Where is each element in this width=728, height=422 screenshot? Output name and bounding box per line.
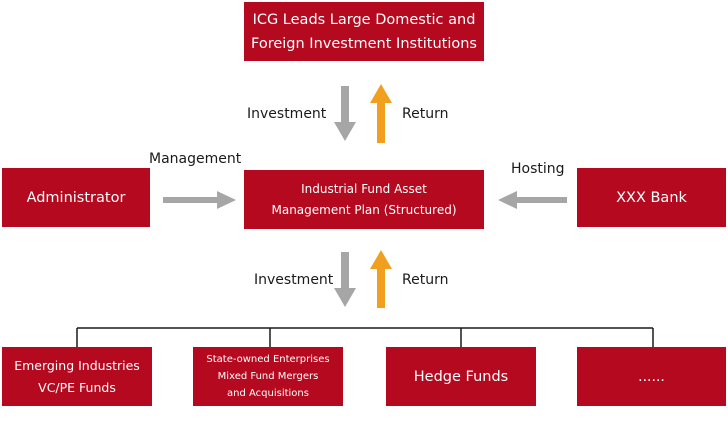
other-funds-box: ...... [577,347,726,406]
asset-management-plan-line1: Industrial Fund Asset [301,181,427,196]
emerging-industries-fund-box: Emerging Industries VC/PE Funds [2,347,152,406]
upper-return-arrow [370,84,392,143]
lower-investment-arrow [334,252,356,307]
hosting-arrow [498,191,567,209]
other-funds-label: ...... [638,368,665,385]
soe-mixed-fund-line3: and Acquisitions [227,388,309,399]
soe-mixed-fund-box: State-owned Enterprises Mixed Fund Merge… [193,347,343,406]
custodian-bank-box: XXX Bank [577,168,726,227]
asset-management-plan-box: Industrial Fund Asset Management Plan (S… [244,170,484,229]
upper-investment-label: Investment [247,106,327,122]
soe-mixed-fund-line1: State-owned Enterprises [206,354,330,365]
investor-institutions-line1: ICG Leads Large Domestic and [252,11,476,28]
emerging-industries-line2: VC/PE Funds [38,379,116,395]
upper-return-label: Return [402,106,449,122]
fund-bracket [76,327,654,347]
administrator-box: Administrator [2,168,150,227]
lower-investment-label: Investment [254,272,334,288]
soe-mixed-fund-line2: Mixed Fund Mergers [217,371,319,382]
hedge-funds-box: Hedge Funds [386,347,536,406]
hedge-funds-label: Hedge Funds [413,368,509,385]
asset-management-plan-line2: Management Plan (Structured) [271,202,457,217]
upper-investment-arrow [334,86,356,141]
lower-return-label: Return [402,272,449,288]
emerging-industries-line1: Emerging Industries [14,357,140,373]
custodian-bank-label: XXX Bank [616,189,687,206]
management-arrow [163,191,236,209]
investor-institutions-box: ICG Leads Large Domestic and Foreign Inv… [244,2,484,61]
investor-institutions-line2: Foreign Investment Institutions [251,35,477,52]
hosting-label: Hosting [511,161,565,177]
administrator-label: Administrator [26,189,126,206]
management-label: Management [149,151,242,167]
lower-return-arrow [370,250,392,308]
